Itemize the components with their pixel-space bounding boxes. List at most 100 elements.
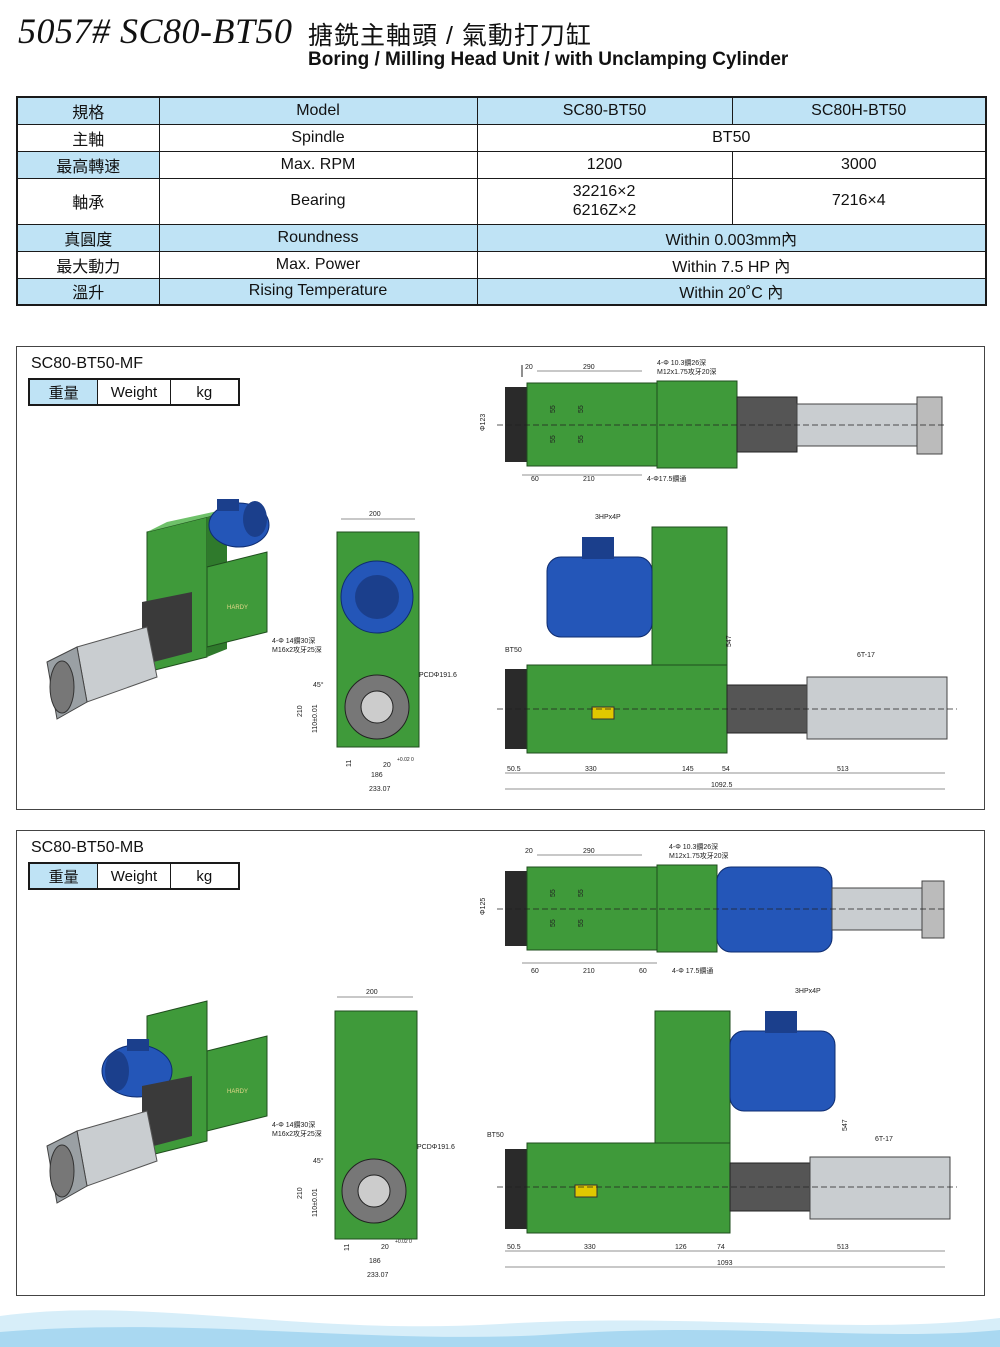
title-chinese: 搪銑主軸頭 / 氣動打刀缸 [308, 22, 592, 50]
dim-label: 513 [837, 766, 849, 773]
dim-label: 45° [313, 1157, 324, 1165]
spec-row-rpm: 最高轉速 Max. RPM 1200 3000 [16, 150, 987, 179]
spec-label-en: Spindle [158, 123, 478, 152]
spec-label-en: Max. Power [158, 250, 478, 279]
dim-label: 3HPx4P [795, 988, 821, 995]
dim-label: BT50 [487, 1132, 504, 1139]
spec-value: 7216×4 [731, 177, 987, 225]
technical-drawing-mf: HARDY 20 290 4-Φ 10.3鑽26深 M12x1.75攻牙20深 … [46, 358, 957, 793]
dim-label: 210 [297, 1187, 304, 1199]
spec-label-en: Model [158, 96, 478, 125]
dim-label: 1093 [717, 1260, 733, 1267]
dim-label: 54 [722, 766, 730, 773]
dim-label: 60 [531, 968, 539, 975]
dim-label: 6T-17 [857, 652, 875, 659]
dim-note: M12x1.75攻牙20深 [657, 367, 717, 376]
panel-title: SC80-BT50-MB [31, 839, 144, 856]
dim-note: M16x2攻牙25深 [272, 1129, 322, 1138]
dim-label: 60 [639, 968, 647, 975]
title-english: Boring / Milling Head Unit / with Unclam… [308, 49, 789, 70]
spec-label-en: Rising Temperature [158, 277, 478, 306]
dim-label: 20 [525, 848, 533, 855]
spec-row-model: 規格 Model SC80-BT50 SC80H-BT50 [16, 96, 987, 125]
spec-row-spindle: 主軸 Spindle BT50 [16, 123, 987, 152]
dim-label: 20 [381, 1244, 389, 1251]
weight-label-en: Weight [98, 864, 171, 888]
front-view-drawing: 200 4-Φ 14鑽30深 M16x2攻牙25深 45° PCDΦ191.6 … [272, 511, 457, 793]
side-view-drawing: 3HPx4P BT50 547 6T-17 50.5 330 145 54 51… [497, 514, 957, 790]
dim-label: BT50 [505, 647, 522, 654]
spec-value: 1200 [476, 150, 733, 179]
dim-label: +0.02 0 [397, 757, 414, 763]
dim-label: 6T-17 [875, 1136, 893, 1143]
dim-label: 55 [578, 405, 585, 413]
dim-label: 330 [585, 766, 597, 773]
dim-note: M16x2攻牙25深 [272, 645, 322, 654]
dim-note: M12x1.75攻牙20深 [669, 851, 729, 860]
svg-text:HARDY: HARDY [227, 605, 248, 611]
spec-row-power: 最大動力 Max. Power Within 7.5 HP 內 [16, 250, 987, 279]
dim-label: 55 [550, 889, 557, 897]
top-view-drawing: 20 290 4-Φ 10.3鑽26深 M12x1.75攻牙20深 Φ125 5… [480, 842, 947, 975]
spec-label-zh: 最大動力 [16, 250, 160, 279]
dim-label: PCDΦ191.6 [419, 672, 457, 679]
spec-value: SC80-BT50 [476, 96, 733, 125]
dim-label: 45° [313, 681, 324, 689]
panel-title: SC80-BT50-MF [31, 355, 144, 372]
dim-label: 1092.5 [711, 782, 733, 789]
dim-label: 186 [369, 1258, 381, 1265]
bearing-value-2: 6216Z×2 [572, 202, 637, 219]
dim-label: 513 [837, 1244, 849, 1251]
dim-label: 11 [346, 760, 353, 767]
spec-value: SC80H-BT50 [731, 96, 987, 125]
spec-value: 3000 [731, 150, 987, 179]
spec-label-zh: 軸承 [16, 177, 160, 225]
weight-label-en: Weight [98, 380, 171, 404]
dim-label: 110±0.01 [312, 1188, 319, 1217]
dim-label: 126 [675, 1244, 687, 1251]
dim-label: 50.5 [507, 766, 521, 773]
weight-box: 重量 Weight kg [28, 862, 240, 890]
dim-label: 55 [550, 919, 557, 927]
spec-label-en: Roundness [158, 223, 478, 252]
dim-label: 50.5 [507, 1244, 521, 1251]
weight-label-zh: 重量 [30, 380, 99, 404]
decorative-wave [0, 1310, 1000, 1347]
spec-row-temperature: 溫升 Rising Temperature Within 20˚C 內 [16, 277, 987, 306]
dim-note: 4-Φ 10.3鑽26深 [657, 358, 706, 367]
dim-note: 4-Φ17.5鑽通 [647, 474, 686, 483]
spec-label-zh: 規格 [16, 96, 160, 125]
dim-label: 145 [682, 766, 694, 773]
dim-label: 186 [371, 772, 383, 779]
spec-value: Within 7.5 HP 內 [476, 250, 987, 279]
side-view-drawing: 3HPx4P BT50 547 6T-17 50.5 330 126 74 51… [487, 988, 957, 1268]
dim-label: 55 [550, 405, 557, 413]
svg-text:HARDY: HARDY [227, 1089, 248, 1095]
dim-label: 60 [531, 476, 539, 483]
product-code: 5057# SC80-BT50 [18, 11, 293, 51]
dim-label: 3HPx4P [595, 514, 621, 521]
dim-label: 547 [726, 635, 733, 647]
dim-label: 55 [578, 435, 585, 443]
spec-label-zh: 主軸 [16, 123, 160, 152]
top-view-drawing: 20 290 4-Φ 10.3鑽26深 M12x1.75攻牙20深 Φ123 5… [480, 358, 947, 483]
dim-label: 74 [717, 1244, 725, 1251]
dim-label: +0.02 0 [395, 1239, 412, 1245]
dim-label: Φ125 [480, 898, 487, 915]
dim-note: 4-Φ 14鑽30深 [272, 636, 315, 645]
technical-drawing-mb: HARDY 20 290 4-Φ 10.3鑽26深 M12x1.75攻牙20深 … [46, 842, 957, 1279]
dim-label: 290 [583, 364, 595, 371]
dim-label: PCDΦ191.6 [417, 1144, 455, 1151]
spec-value: BT50 [476, 123, 987, 152]
spec-label-en: Bearing [158, 177, 478, 225]
dim-label: 55 [578, 919, 585, 927]
dim-label: 210 [583, 476, 595, 483]
machine-3d-render: HARDY [46, 499, 270, 720]
dim-label: 330 [584, 1244, 596, 1251]
dim-note: 4-Φ 17.5鑽通 [672, 966, 713, 975]
dim-label: 55 [550, 435, 557, 443]
weight-unit: kg [170, 864, 238, 888]
spec-label-zh: 溫升 [16, 277, 160, 306]
spec-label-zh: 最高轉速 [16, 150, 160, 179]
